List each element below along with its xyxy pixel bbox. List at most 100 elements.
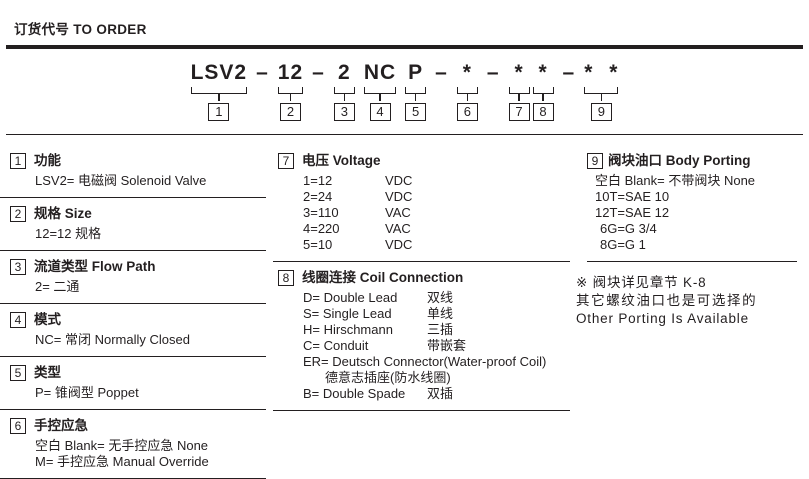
position-number-box: 3 — [333, 102, 355, 121]
bracket-stem — [600, 93, 603, 101]
code-text: – — [486, 60, 500, 84]
item-title: 功能 — [34, 152, 61, 168]
code-segment-manual-override: * 6 — [456, 60, 478, 121]
code-text: * — [538, 60, 548, 84]
code-segment-voltage: * 7 — [508, 60, 530, 121]
code-text: LSV2 — [190, 60, 248, 84]
bracket-stem — [218, 93, 220, 101]
item-title: 流道类型 Flow Path — [34, 258, 156, 274]
code-text: 2 — [337, 60, 351, 84]
item-number-box: 1 — [10, 152, 26, 169]
code-segment-type: P 5 — [405, 62, 427, 121]
porting-note: ※ 阀块详见章节 K-8 其它螺纹油口也是可选择的 Other Porting … — [576, 275, 809, 326]
bracket-stem — [542, 93, 544, 101]
coil-row-er-chinese: 德意志插座(防水线圈) — [325, 369, 451, 385]
item-line: NC= 常闭 Normally Closed — [35, 331, 190, 347]
code-text: 12 — [277, 60, 304, 84]
code-segment-mode: NC 4 — [363, 60, 397, 121]
item-line: 6G=G 3/4 — [600, 220, 657, 236]
coil-row-er: ER= Deutsch Connector(Water-proof Coil) — [303, 353, 547, 369]
item-number-box: 2 — [10, 205, 26, 222]
position-number-box: 6 — [456, 102, 478, 121]
item-title: 类型 — [34, 364, 61, 380]
item-number-box: 5 — [10, 364, 26, 381]
code-text: * — [514, 60, 524, 84]
header-divider — [6, 45, 803, 49]
code-text: – — [256, 60, 269, 84]
item-number-box: 9 — [587, 152, 603, 169]
page-title: 订货代号 TO ORDER — [14, 22, 147, 37]
position-number-box: 8 — [532, 102, 554, 121]
item-line: 空白 Blank= 无手控应急 None — [35, 437, 209, 453]
code-text: – — [435, 60, 448, 84]
legend-item-6-manual-override: 6 手控应急 空白 Blank= 无手控应急 None M= 手控应急 Manu… — [0, 410, 266, 479]
item-number-box: 8 — [278, 269, 294, 286]
code-text: * — [462, 60, 472, 84]
legend-item-4-mode: 4 模式 NC= 常闭 Normally Closed — [0, 304, 266, 357]
code-text: – — [312, 60, 325, 84]
item-line: P= 锥阀型 Poppet — [35, 384, 139, 400]
bracket — [333, 86, 355, 94]
order-code-diagram: LSV2 1 – 12 2 – 2 3 NC 4 — [0, 60, 809, 121]
item-line: 8G=G 1 — [600, 236, 646, 252]
legend-column-right: 9 阀块油口 Body Porting 空白 Blank= 不带阀块 None … — [570, 145, 809, 479]
item-title: 手控应急 — [34, 417, 88, 433]
legend-column-left: 1 功能 LSV2= 电磁阀 Solenoid Valve 2 规格 Size … — [0, 145, 266, 479]
legend: 1 功能 LSV2= 电磁阀 Solenoid Valve 2 规格 Size … — [0, 145, 809, 479]
item-line: 2= 二通 — [35, 278, 80, 294]
bracket — [508, 86, 530, 94]
bracket-stem — [343, 93, 346, 101]
item-title: 电压 Voltage — [302, 152, 381, 168]
code-segment-dash: – — [312, 60, 325, 84]
bracket-stem — [518, 93, 520, 101]
position-number-box: 4 — [369, 102, 391, 121]
item-line: 空白 Blank= 不带阀块 None — [595, 172, 756, 188]
bracket — [584, 86, 619, 94]
item-number-box: 7 — [278, 152, 294, 169]
item-line: 12T=SAE 12 — [595, 204, 670, 220]
position-number-box: 7 — [508, 102, 530, 121]
legend-item-5-type: 5 类型 P= 锥阀型 Poppet — [0, 357, 266, 410]
bracket — [405, 86, 427, 94]
diagram-divider — [6, 133, 803, 135]
code-text: * * — [584, 60, 619, 84]
order-code-row: LSV2 1 – 12 2 – 2 3 NC 4 — [190, 60, 619, 121]
code-segment-model: LSV2 1 — [190, 60, 248, 121]
position-number-box: 1 — [208, 102, 230, 121]
position-number-box: 2 — [279, 102, 301, 121]
item-line: LSV2= 电磁阀 Solenoid Valve — [35, 172, 207, 188]
code-text: NC — [363, 60, 397, 84]
code-segment-dash: – — [435, 60, 448, 84]
code-segment-coil-connection: * 8 — [532, 60, 554, 121]
item-line: 12=12 规格 — [35, 225, 102, 241]
legend-item-1-function: 1 功能 LSV2= 电磁阀 Solenoid Valve — [0, 145, 266, 198]
note-line: ※ 阀块详见章节 K-8 — [576, 274, 707, 290]
code-segment-flow-path: 2 3 — [333, 60, 355, 121]
bracket-stem — [379, 93, 381, 101]
item-title: 线圈连接 Coil Connection — [302, 269, 464, 285]
bracket — [277, 86, 304, 94]
item-title: 阀块油口 Body Porting — [608, 152, 751, 168]
item-number-box: 4 — [10, 311, 26, 328]
code-segment-dash: – — [256, 60, 269, 84]
bracket-stem — [414, 93, 417, 101]
bracket — [363, 86, 397, 94]
note-line: 其它螺纹油口也是可选择的 — [576, 292, 758, 308]
code-segment-dash: – — [563, 62, 576, 83]
bracket — [532, 86, 554, 94]
code-segment-body-porting: * * 9 — [584, 60, 619, 121]
item-line: M= 手控应急 Manual Override — [35, 453, 209, 469]
item-line: 10T=SAE 10 — [595, 188, 670, 204]
item-number-box: 6 — [10, 417, 26, 434]
bracket — [456, 86, 478, 94]
